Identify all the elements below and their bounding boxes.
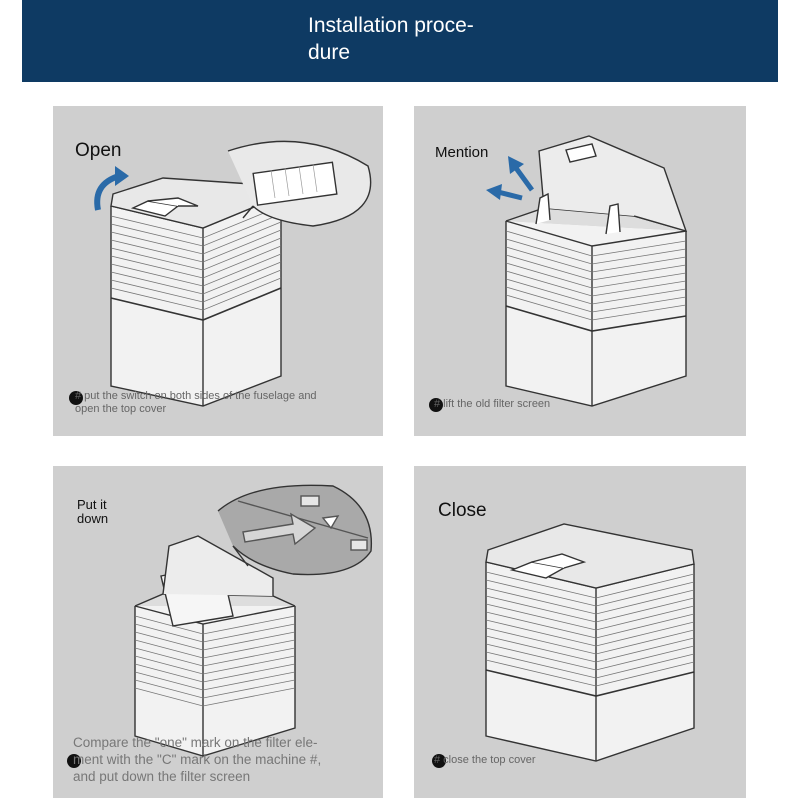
step-close-panel: Close # close the top cover <box>414 466 746 798</box>
page-title-line1: Installation proce- <box>308 14 474 37</box>
step-open-caption-line1: # put the switch on both sides of the fu… <box>75 390 317 402</box>
step-put-down-label-line1: Put it <box>77 497 107 512</box>
step-close-illustration <box>485 523 695 762</box>
step-put-down-caption-line3: and put down the filter screen <box>73 769 251 784</box>
step-put-down-caption-line1: Compare the "one" mark on the filter ele… <box>73 735 318 750</box>
step-mention-bullet <box>429 398 443 412</box>
step-mention-panel: Mention # lift the old filter screen <box>414 106 746 436</box>
step-close-bullet <box>432 754 446 768</box>
step-mention-label: Mention <box>435 144 489 161</box>
page-title-line2: dure <box>308 41 351 64</box>
step-open-illustration <box>94 140 372 407</box>
step-mention-caption-line1: # lift the old filter screen <box>434 398 551 410</box>
step-put-down-label-line2: down <box>77 511 109 526</box>
step-close-caption-line1: # close the top cover <box>434 754 536 766</box>
step-put-down-illustration <box>134 484 373 757</box>
step-put-down-caption-line2: ment with the "C" mark on the machine #, <box>73 752 322 767</box>
step-open-caption: # put the switch on both sides of the fu… <box>75 390 375 416</box>
page-title: Installation proce- dure <box>308 12 538 66</box>
step-put-down-panel: Put it down Compare the "one" mark on th… <box>53 466 383 798</box>
step-open-bullet <box>69 391 83 405</box>
step-close-label: Close <box>438 500 487 521</box>
step-mention-caption: # lift the old filter screen <box>434 398 734 411</box>
step-open-panel: Open # put the switch on both sides of t… <box>53 106 383 436</box>
title-banner: Installation proce- dure <box>22 0 778 82</box>
step-put-down-label: Put it down <box>77 498 108 526</box>
step-put-down-bullet <box>67 754 81 768</box>
step-close-caption: # close the top cover <box>434 754 734 767</box>
step-mention-illustration <box>486 135 688 407</box>
step-open-label: Open <box>75 140 122 161</box>
step-put-down-caption: Compare the "one" mark on the filter ele… <box>73 734 378 785</box>
step-open-caption-line2: open the top cover <box>75 403 167 415</box>
